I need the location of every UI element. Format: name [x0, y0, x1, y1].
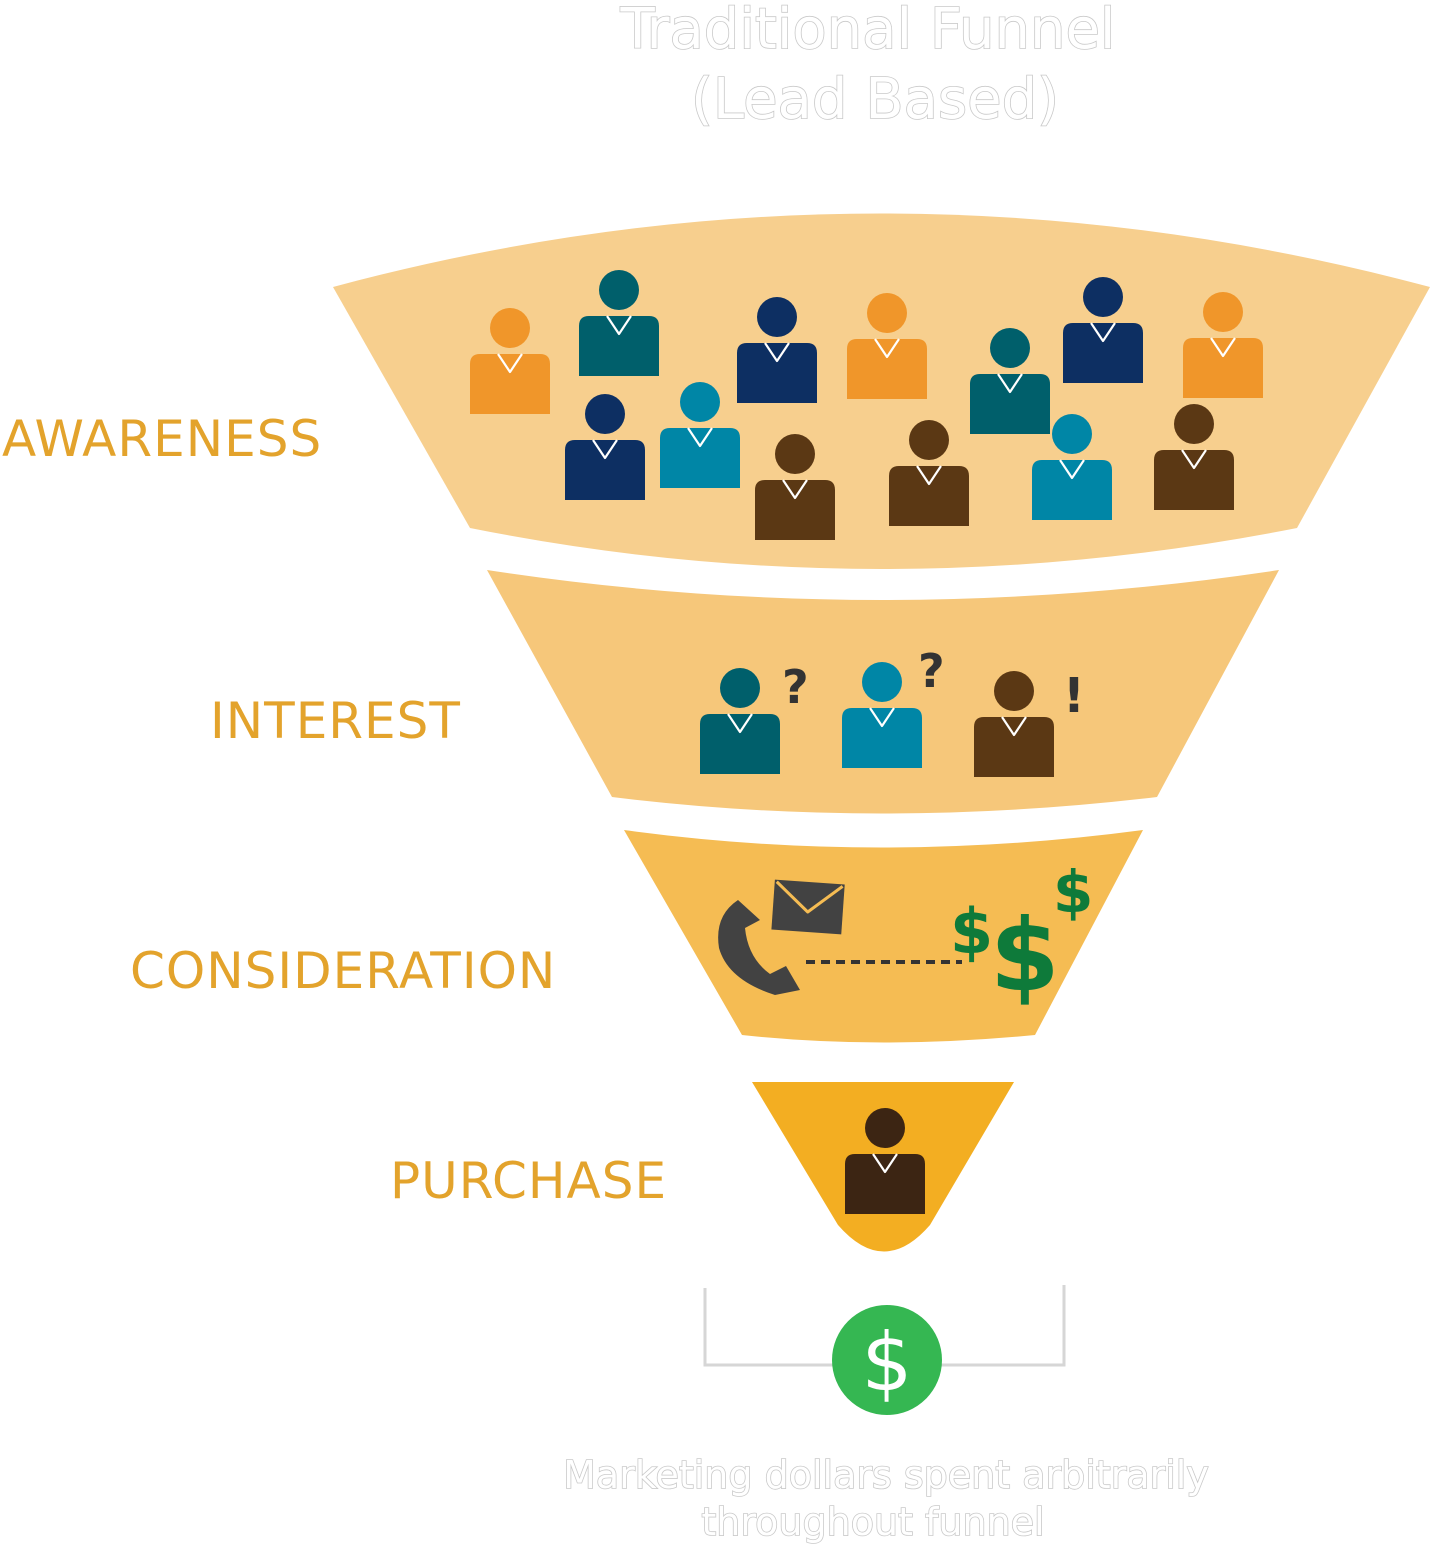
caption-line1: Marketing dollars spent arbitrarily — [563, 1453, 1209, 1497]
coin-icon — [832, 1305, 942, 1415]
caption-line2: throughout funnel — [701, 1500, 1044, 1544]
interest-people: ? ? ! — [700, 644, 1085, 779]
exclamation-mark-icon: ! — [1063, 668, 1085, 724]
question-mark-icon: ? — [918, 644, 945, 698]
dollar-icon: $ — [1053, 858, 1093, 926]
dollar-icon: $ — [950, 895, 993, 968]
dollar-icon: $ — [990, 897, 1060, 1014]
stage-label-purchase: PURCHASE — [390, 1152, 667, 1210]
consideration-segment — [624, 830, 1143, 1043]
envelope-icon — [771, 879, 845, 935]
phone-icon — [718, 900, 800, 995]
stage-label-interest: INTEREST — [210, 692, 461, 750]
consideration-icons: $ $ $ — [718, 858, 1093, 1014]
diagram-title-line2: (Lead Based) — [691, 67, 1059, 132]
stage-label-consideration: CONSIDERATION — [130, 942, 556, 1000]
stage-label-awareness: AWARENESS — [2, 410, 322, 468]
question-mark-icon: ? — [782, 660, 809, 714]
coin-dollar-sign: $ — [862, 1316, 913, 1409]
diagram-title-line1: Traditional Funnel — [619, 0, 1115, 62]
